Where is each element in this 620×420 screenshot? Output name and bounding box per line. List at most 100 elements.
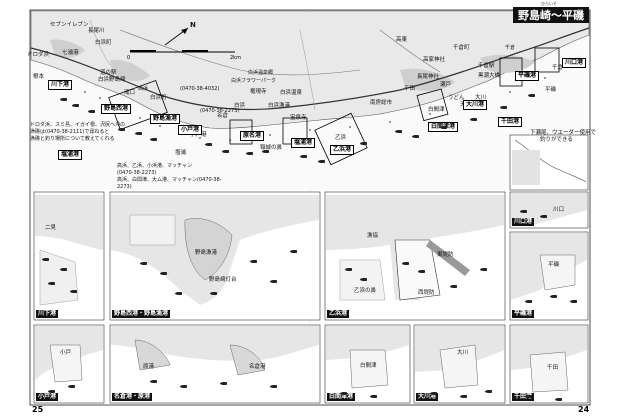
map-note: (0470-38-2273) <box>200 108 240 114</box>
fish-icon <box>300 155 307 158</box>
place-label: 瀬戸 <box>440 82 452 88</box>
map-note: 白浜フラワーパーク <box>231 78 276 84</box>
place-label: セブンイレブン <box>50 22 89 28</box>
panel-shiramazu-title-text: 白間津港 <box>327 393 356 401</box>
place-label: 長尾川 <box>88 28 105 34</box>
map-note: 白浜温泉郷 <box>248 70 274 76</box>
place-label: 白浜町 <box>95 40 112 46</box>
panel-place-label: 原港 <box>143 364 155 370</box>
map-note: 高浜、白間津、大ム港、マッチャン(0470-38- <box>117 177 222 183</box>
fish-icon <box>520 210 527 213</box>
fish-icon <box>528 94 535 97</box>
fish-icon <box>402 262 409 265</box>
panel-okawa-title: 大川港 <box>416 393 439 401</box>
road-inland <box>119 29 361 76</box>
fish-icon <box>440 126 447 129</box>
fish-icon <box>70 290 77 293</box>
panel-place-label: 二見 <box>45 225 57 231</box>
fish-icon <box>360 142 367 145</box>
panel-odo-title: 小戸港 <box>36 393 59 401</box>
fish-icon <box>345 268 352 271</box>
panel-place-label: 野島崎灯台 <box>209 277 237 283</box>
fish-icon <box>460 395 467 398</box>
panel-place-label: 名倉港 <box>249 364 266 370</box>
map-title: 野島崎〜平磯 <box>513 7 589 23</box>
port-label: 野島漁港 <box>150 114 181 124</box>
fish-icon <box>450 285 457 288</box>
map-note: 白浜 <box>138 86 149 92</box>
port-label: 千田港 <box>498 117 523 127</box>
place-label: 高東 <box>396 37 408 43</box>
port-label: 川下港 <box>48 80 73 90</box>
place-label: 白間津 <box>428 107 445 113</box>
fish-icon <box>88 110 95 113</box>
fish-icon <box>220 382 227 385</box>
panel-kawashimo-title: 川下港 <box>36 310 59 318</box>
scale-end: 2km <box>230 55 241 61</box>
fish-icon <box>222 150 229 153</box>
fish-icon <box>270 280 277 283</box>
place-label: 千倉町 <box>453 45 470 51</box>
map-note: ドロダ浜、スミ島、イガイ根、沢尻ヘ沖の <box>30 122 126 128</box>
place-label: 稲城の鼻 <box>260 145 283 151</box>
place-label: うどん <box>448 95 465 101</box>
town-chikura <box>400 68 455 91</box>
fish-icon <box>135 132 142 135</box>
town-hiraiso <box>480 54 535 73</box>
fish-icon <box>205 143 212 146</box>
place-label: 南房総市 <box>370 100 393 106</box>
fish-icon <box>175 292 182 295</box>
fish-icon <box>60 98 67 101</box>
fish-icon <box>480 268 487 271</box>
place-label: 釣りができる <box>540 137 573 143</box>
panel-otohama-title-text: 乙浜港 <box>327 310 350 318</box>
fish-icon <box>500 106 507 109</box>
port-label: 塩浦港 <box>58 150 83 160</box>
place-label: 乙浜 <box>335 135 347 141</box>
fish-icon <box>540 215 547 218</box>
panel-odo-title-text: 小戸港 <box>36 393 59 401</box>
panel-otohama-title: 乙浜港 <box>327 310 350 318</box>
place-label: 七浦港 <box>62 50 79 56</box>
fish-icon <box>340 392 347 395</box>
panel-chida-title-text: 千田港 <box>512 393 535 401</box>
panel-hiraiso-title-text: 平磯港 <box>512 310 535 318</box>
place-label: 権現寺 <box>250 89 267 95</box>
panel-nojima-title: 野島西港・野島漁港 <box>112 310 171 318</box>
panel-place-label: 乙浜の鼻 <box>354 288 377 294</box>
scale-zero: 0 <box>127 55 131 61</box>
panel-place-label: 平磯 <box>548 262 560 268</box>
place-label: 千倉 <box>552 65 564 71</box>
place-label: 道の駅 <box>100 70 117 76</box>
fish-icon <box>525 395 532 398</box>
fish-icon <box>555 398 562 401</box>
map-note: 千倉 <box>505 45 516 51</box>
place-label: ドロダ浜 <box>27 52 50 58</box>
fish-icon <box>525 300 532 303</box>
fish-icon <box>430 392 437 395</box>
fish-icon <box>485 390 492 393</box>
place-label: 下瀬尾、ウエーダー使用で <box>530 130 597 136</box>
fish-icon <box>262 150 269 153</box>
map-note: 漁礁と釣り場所について教えてくれる <box>30 136 115 142</box>
town-nojima <box>110 59 150 81</box>
port-label: 野島西港 <box>101 104 132 114</box>
panel-nojima-title-text: 野島西港・野島漁港 <box>112 310 171 318</box>
fish-icon <box>210 292 217 295</box>
river-shirahama <box>299 29 316 111</box>
map-note: (0470-38-2273) <box>117 170 157 176</box>
panel-hiraiso-title: 平磯港 <box>512 310 535 318</box>
map-note: (0470-38-4032) <box>180 86 220 92</box>
panel-place-label: 西堤防 <box>418 290 435 296</box>
fish-icon <box>42 258 49 261</box>
fish-icon <box>118 128 125 131</box>
place-label: 白浜町 <box>150 95 167 101</box>
fish-icon <box>246 152 253 155</box>
port-label: 原名港 <box>240 131 265 141</box>
fish-icon <box>48 282 55 285</box>
place-label: 長尾神社 <box>417 74 440 80</box>
fish-icon <box>395 130 402 133</box>
place-label: 黒潮大橋 <box>478 73 501 79</box>
panel-okawa-title-text: 大川港 <box>416 393 439 401</box>
page-number-right: 24 <box>578 405 590 414</box>
